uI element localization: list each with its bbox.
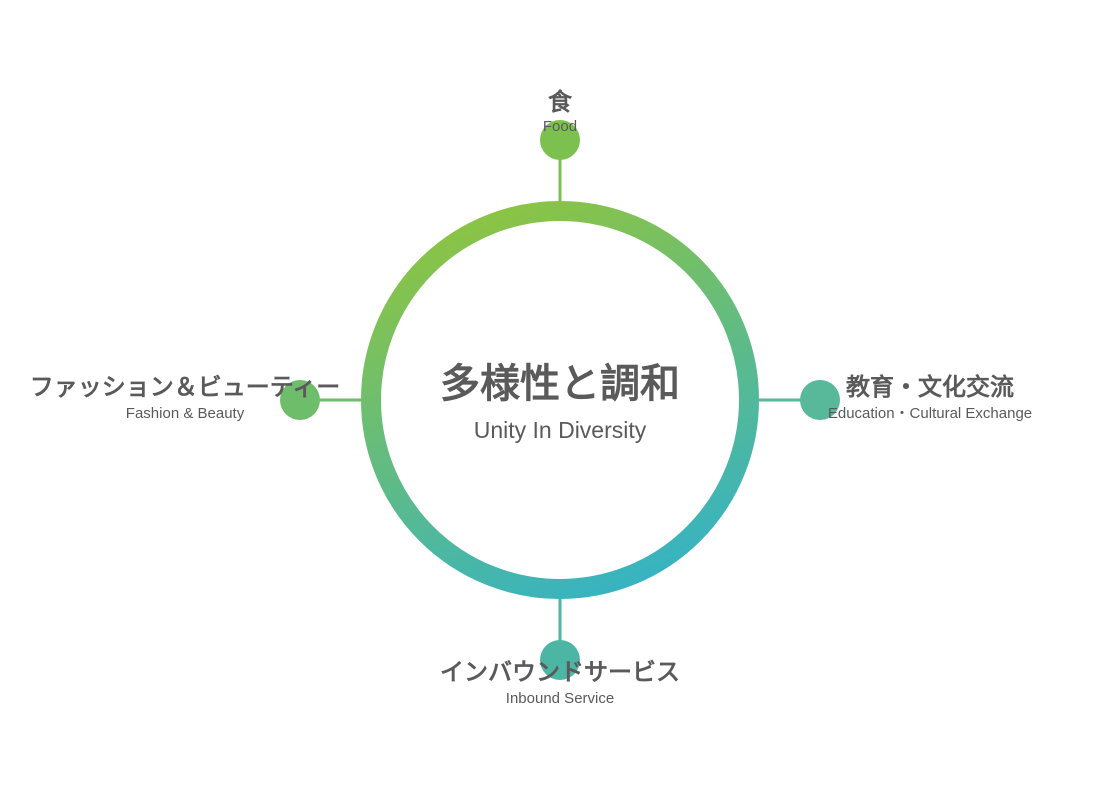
label-education[interactable]: 教育・文化交流 Education・Cultural Exchange	[800, 373, 1060, 423]
label-inbound-ja: インバウンドサービス	[440, 658, 680, 686]
label-fashion-ja: ファッション＆ビューティー	[29, 373, 341, 401]
node-fashion[interactable]	[280, 380, 320, 420]
label-fashion-en: Fashion & Beauty	[125, 405, 245, 422]
node-education[interactable]	[800, 380, 840, 420]
label-education-en: Education・Cultural Exchange	[827, 405, 1033, 422]
center-subtitle: Unity In Diversity	[473, 417, 647, 443]
node-food[interactable]	[540, 120, 580, 160]
center-title: 多様性と調和	[440, 361, 680, 407]
node-inbound[interactable]	[540, 640, 580, 680]
label-food-en: Food	[542, 118, 578, 135]
label-food-ja: 食	[548, 88, 572, 116]
label-food[interactable]: 食 Food	[460, 88, 660, 136]
label-inbound-en: Inbound Service	[505, 690, 615, 707]
center-label: 多様性と調和 Unity In Diversity	[380, 360, 740, 444]
label-inbound[interactable]: インバウンドサービス Inbound Service	[400, 658, 720, 708]
label-education-ja: 教育・文化交流	[846, 373, 1014, 401]
main-ring	[361, 201, 759, 599]
label-fashion[interactable]: ファッション＆ビューティー Fashion & Beauty	[10, 373, 360, 423]
